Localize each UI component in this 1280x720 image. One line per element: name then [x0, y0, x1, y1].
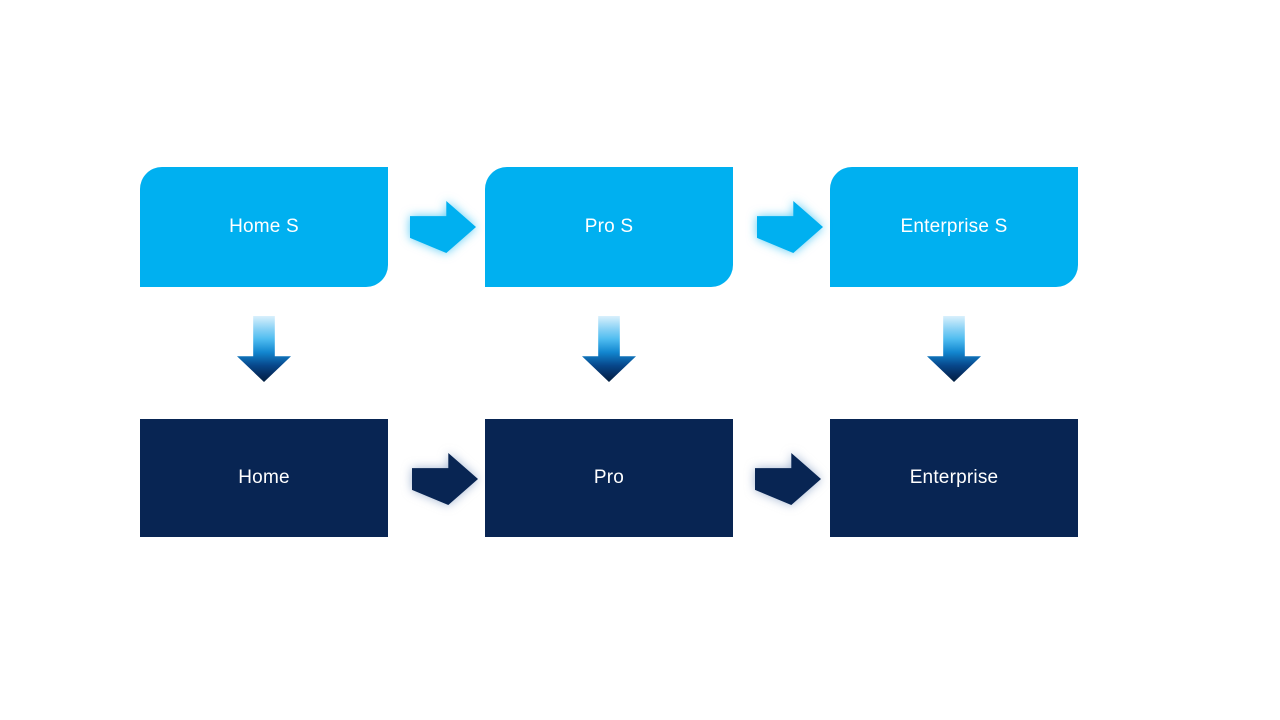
right-arrow-icon-bottom-2	[755, 453, 821, 505]
bottom-box-enterprise: Enterprise	[830, 419, 1078, 537]
bottom-box-pro: Pro	[485, 419, 733, 537]
top-box-enterprise-s-label: Enterprise S	[900, 216, 1008, 237]
top-box-home-s-label: Home S	[229, 216, 299, 237]
right-arrow-icon-top-1	[410, 201, 476, 253]
bottom-box-home-label: Home	[238, 467, 290, 488]
right-arrow-shape	[410, 201, 476, 253]
top-box-pro-s: Pro S	[485, 167, 733, 287]
right-arrow-shape	[757, 201, 823, 253]
top-box-pro-s-label: Pro S	[584, 216, 634, 237]
right-arrow-shape	[412, 453, 478, 505]
right-arrow-icon-top-2	[757, 201, 823, 253]
right-arrow-shape	[755, 453, 821, 505]
bottom-box-enterprise-label: Enterprise	[909, 467, 999, 488]
top-box-home-s: Home S	[140, 167, 388, 287]
right-arrow-icon-bottom-1	[412, 453, 478, 505]
bottom-box-pro-label: Pro	[593, 467, 625, 488]
down-arrow-icon-enterprise	[927, 316, 981, 382]
bottom-box-home: Home	[140, 419, 388, 537]
down-arrow-icon-home	[237, 316, 291, 382]
top-box-enterprise-s: Enterprise S	[830, 167, 1078, 287]
down-arrow-icon-pro	[582, 316, 636, 382]
